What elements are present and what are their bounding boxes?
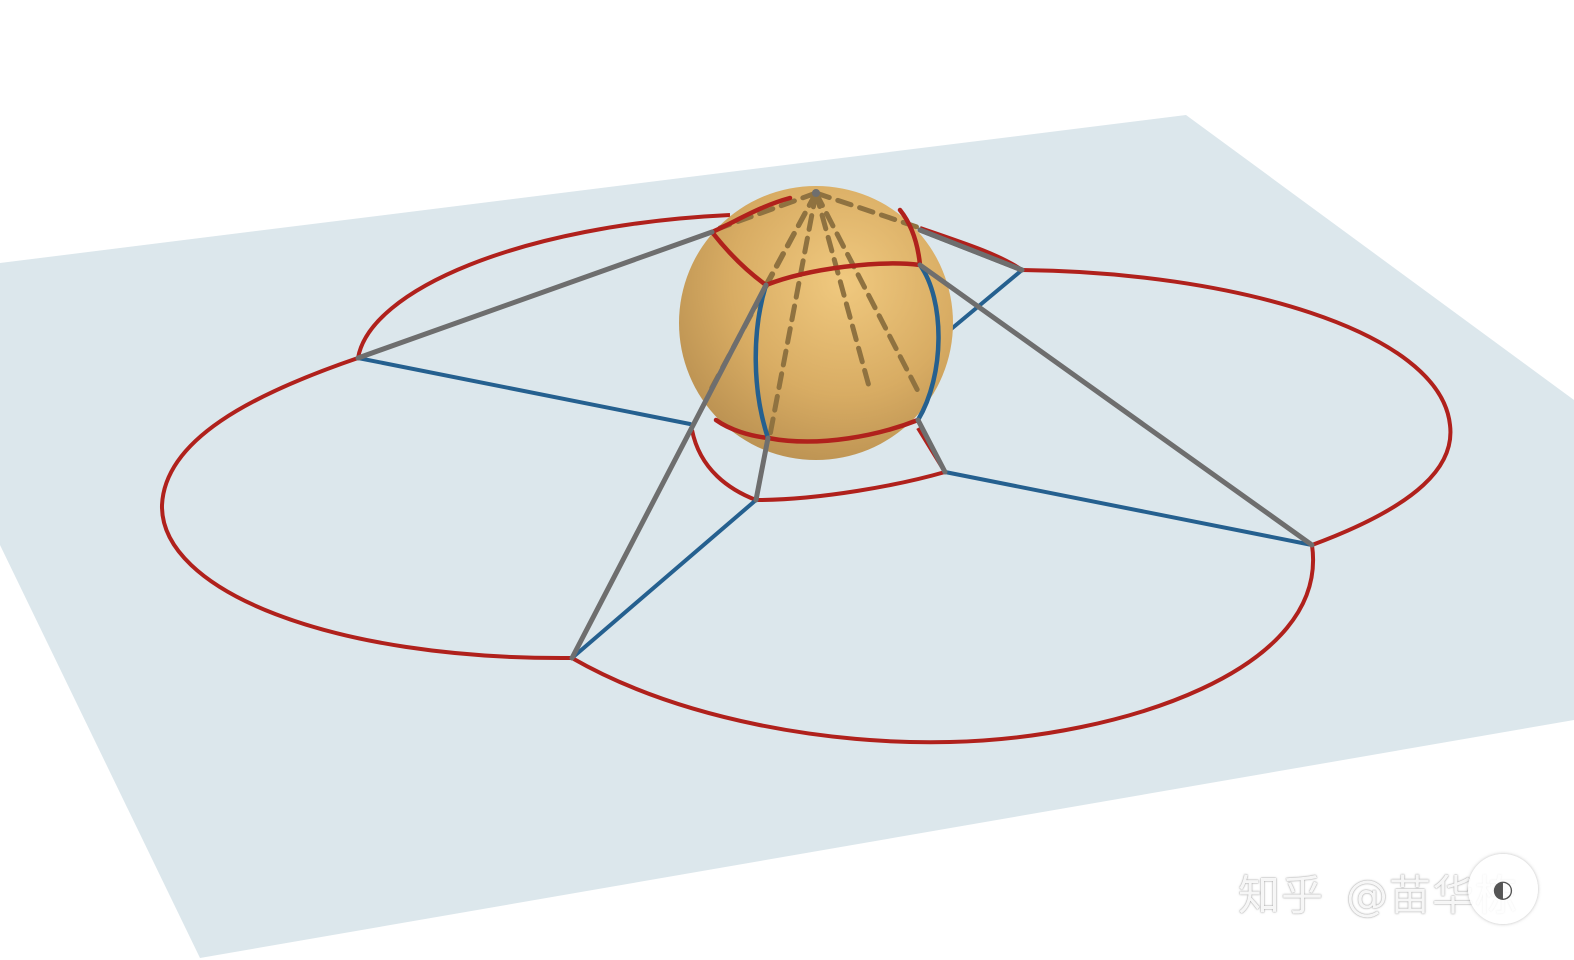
red-circle-inner (690, 426, 949, 503)
dashed-line-5 (813, 190, 923, 398)
projection-rays (355, 227, 1315, 661)
blue-edge-3 (943, 470, 1314, 547)
gray-ray-6 (917, 227, 1025, 273)
sphere (679, 186, 953, 460)
red-circle-top-left (356, 213, 731, 359)
red-circle-right (1021, 268, 1453, 547)
gray-ray-5 (915, 417, 948, 475)
dashed-line-4 (813, 190, 873, 393)
red-circle-bottom (571, 544, 1316, 745)
dashed-line-6 (767, 190, 819, 438)
red-circle-left (159, 356, 573, 661)
dashed-line-3 (813, 190, 923, 231)
blue-edge-4 (948, 268, 1024, 332)
projected-edges (356, 268, 1314, 660)
projection-plane (0, 115, 1574, 958)
gray-ray-3 (753, 435, 771, 503)
sphere-red-arc-5 (713, 417, 921, 444)
sphere-red-arc-1 (709, 229, 769, 288)
north-pole-point (812, 189, 820, 197)
blue-edge-2 (570, 498, 758, 660)
watermark-site: 知乎 (1238, 870, 1325, 920)
sphere-red-arc-2 (763, 261, 923, 288)
blue-edge-1 (356, 356, 692, 426)
sphere-red-arc-4 (897, 207, 923, 268)
zhihu-badge-icon: ◐ (1468, 854, 1538, 924)
gray-ray-2 (569, 282, 769, 661)
sphere-blue-arc-1 (753, 282, 771, 441)
gray-ray-1 (355, 229, 715, 361)
sphere-blue-arc-2 (915, 262, 941, 423)
gray-ray-4 (917, 262, 1315, 548)
sphere-red-arc-3 (709, 195, 793, 235)
sphere-curves (709, 195, 941, 444)
projected-circles (159, 213, 1453, 745)
